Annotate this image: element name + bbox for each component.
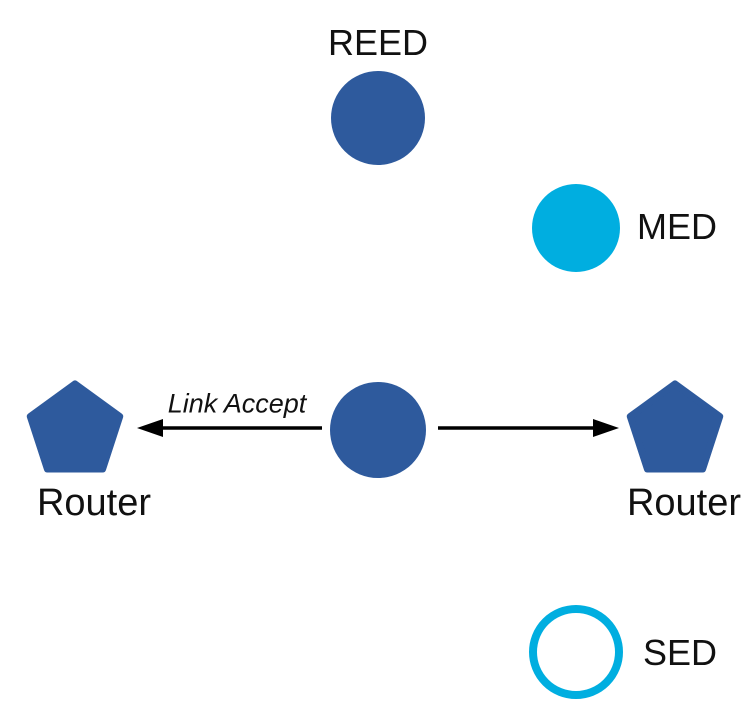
link-accept-edge-label: Link Accept bbox=[167, 388, 307, 419]
edge-arrow-right bbox=[438, 419, 619, 437]
router-left-label: Router bbox=[36, 482, 152, 524]
edge-arrowhead-right-icon bbox=[593, 419, 619, 437]
edge-arrowhead-left-icon bbox=[137, 419, 163, 437]
reed-node-circle-icon bbox=[331, 71, 425, 165]
sed-label: SED bbox=[642, 632, 718, 673]
center-node-circle-icon bbox=[330, 382, 426, 478]
sed-node-outline-circle-icon bbox=[529, 605, 623, 699]
med-node-circle-icon bbox=[532, 184, 620, 272]
router-right-pentagon-icon bbox=[626, 380, 724, 473]
router-right-label: Router bbox=[626, 482, 742, 524]
router-left-pentagon-icon bbox=[26, 380, 124, 473]
med-label: MED bbox=[637, 206, 717, 247]
reed-label: REED bbox=[327, 22, 429, 63]
edge-arrow-left bbox=[137, 419, 322, 437]
